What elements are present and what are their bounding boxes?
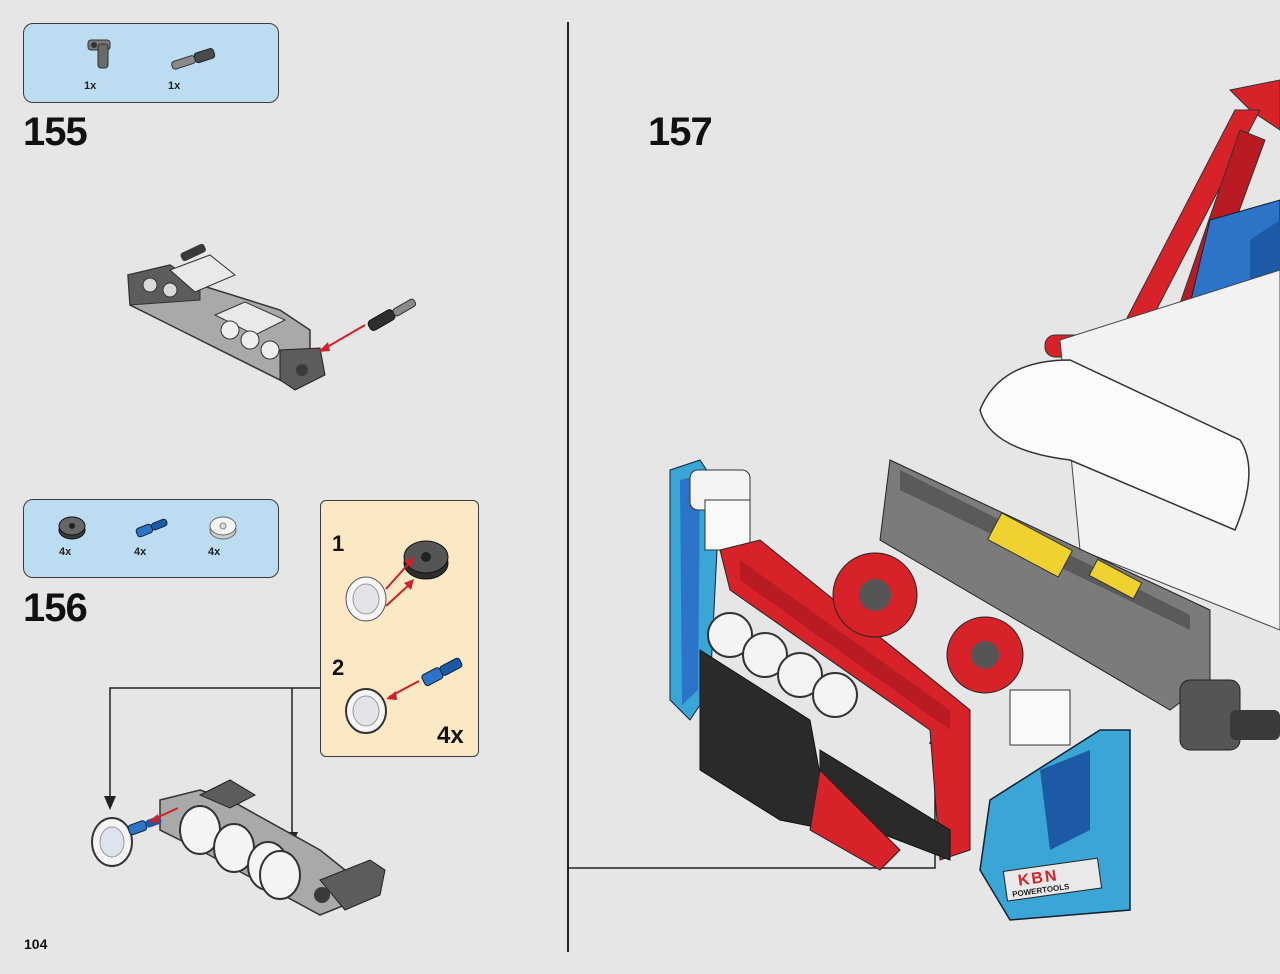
clear-round-tile-icon (209, 516, 237, 540)
part-qty-5: 4x (208, 546, 221, 558)
sub-step-2: 2 (332, 655, 345, 680)
part-qty-3: 4x (59, 546, 72, 558)
part-qty-1: 1x (84, 80, 97, 92)
step-number-155: 155 (23, 110, 88, 154)
page-number: 104 (24, 936, 48, 952)
sub-assembly-callout: 1 2 4x (320, 500, 479, 757)
part-qty-2: 1x (168, 80, 181, 92)
angle-connector-icon (87, 39, 111, 69)
blue-axle-pin-icon (135, 518, 168, 538)
page-divider (567, 22, 569, 952)
callout-illustration (345, 540, 463, 734)
axle-pin-icon (171, 48, 216, 70)
sub-step-1: 1 (332, 531, 345, 556)
parts-box-step-156: 4x 4x 4x (23, 499, 279, 578)
step-number-157: 157 (648, 110, 713, 154)
step-157-car-assembly (669, 79, 1280, 921)
part-qty-4: 4x (134, 546, 147, 558)
step-155-assembly (127, 243, 417, 391)
step-number-156: 156 (23, 586, 88, 630)
callout-multiplier: 4x (437, 722, 464, 749)
round-tile-dark-icon (58, 516, 86, 540)
parts-box-step-155: 1x 1x (23, 23, 279, 103)
